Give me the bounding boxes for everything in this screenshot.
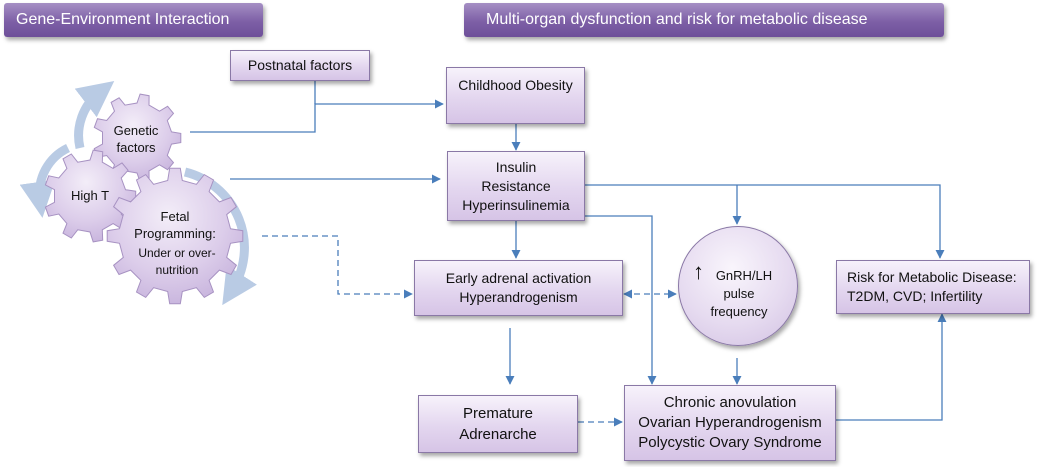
multi-organ-banner: Multi-organ dysfunction and risk for met… [464,3,944,37]
high-t-label: High T [70,188,110,203]
metabolic-risk-box: Risk for Metabolic Disease: T2DM, CVD; I… [836,260,1030,314]
premature-adrenarche-box: Premature Adrenarche [418,395,578,453]
insulin-resistance-box: Insulin Resistance Hyperinsulinemia [447,151,585,221]
chronic-to-risk-arrow [836,313,947,421]
genetic-gear [93,93,182,183]
genetic-to-obesity-arrow [190,99,444,133]
postnatal-factors-box: Postnatal factors [230,50,370,81]
gnrh-lh-circle: ↑ GnRH/LH pulse frequency [678,226,798,346]
gear-curve-left [20,143,71,218]
fetal-gear [106,167,244,305]
chronic-anovulation-box: Chronic anovulation Ovarian Hyperandroge… [624,385,836,461]
insulin-to-risk-arrow [585,184,945,259]
insulin-to-chronic-arrow [585,215,657,385]
fetal-to-adrenal-dashed-arrow [262,235,413,299]
fetal-programming-label: Fetal Programming: [134,209,216,241]
childhood-obesity-box: Childhood Obesity [446,67,585,124]
up-arrow-icon: ↑ [693,259,704,284]
gears-illustration [20,81,257,306]
under-over-nutrition-label: Under or over- nutrition [138,246,216,277]
adrenal-activation-box: Early adrenal activation Hyperandrogenis… [414,260,623,316]
genetic-factors-label: Genetic factors [113,123,159,155]
gear-curve-top [74,81,115,150]
gene-environment-banner: Gene-Environment Interaction [4,3,263,37]
